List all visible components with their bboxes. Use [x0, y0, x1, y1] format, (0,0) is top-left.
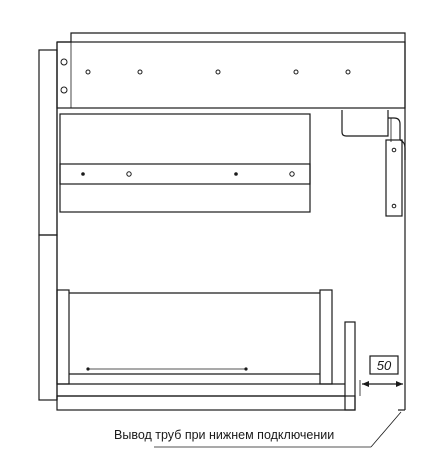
dimension-label: 50	[377, 358, 392, 373]
mid-rail-hole-1	[126, 171, 132, 177]
top-rail-hole-left-lower	[60, 86, 68, 94]
dimension-label-box	[369, 355, 399, 375]
bracket-hole-upper	[391, 147, 397, 153]
top-rail-hole-5	[345, 69, 351, 75]
right-bracket	[341, 110, 406, 217]
bottom-base	[56, 321, 356, 411]
lower-tray	[56, 289, 345, 385]
bracket-hole-lower	[391, 203, 397, 209]
top-rail-hole-4	[293, 69, 299, 75]
mid-shelf-panel	[59, 113, 311, 213]
cabinet-body-outline	[56, 32, 406, 411]
mid-rail-screw-2	[234, 172, 238, 176]
tray-rail-end-left	[86, 367, 90, 371]
tray-rail-end-right	[244, 367, 248, 371]
top-rail-hole-3	[215, 69, 221, 75]
top-rail-hole-2	[137, 69, 143, 75]
left-side-panel	[38, 49, 58, 401]
caption-leader	[154, 411, 402, 448]
top-rail	[56, 41, 406, 109]
top-rail-hole-1	[85, 69, 91, 75]
mid-rail-hole-2	[289, 171, 295, 177]
top-rail-hole-left-upper	[60, 58, 68, 66]
pipe-outlet-dimension: 50	[359, 355, 403, 396]
mid-rail-screw-1	[81, 172, 85, 176]
pipe-outlet-caption: Вывод труб при нижнем подключении	[114, 428, 335, 442]
